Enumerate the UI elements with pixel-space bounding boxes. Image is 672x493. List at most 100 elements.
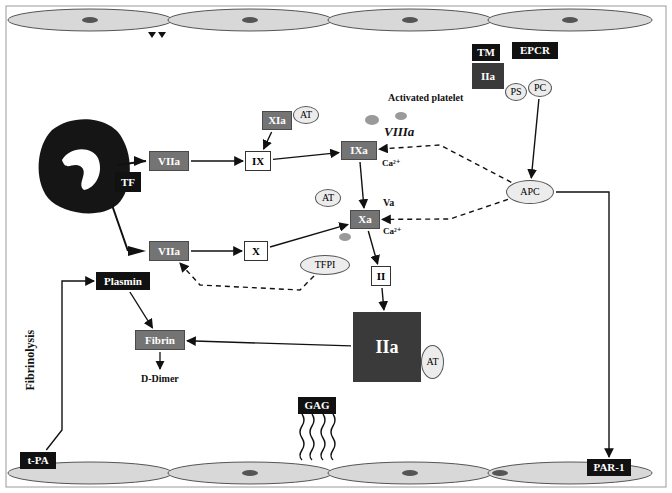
inhibitor-ellipse: AT (315, 189, 341, 207)
node-text: Xa (358, 213, 371, 226)
gag-chain (331, 414, 335, 460)
gag-chain (310, 414, 314, 460)
factor-box: II (371, 266, 391, 286)
node-text: PC (534, 82, 546, 94)
node-text: VIIa (158, 245, 180, 258)
node-text: PS (510, 86, 521, 98)
node-text: XIa (268, 114, 286, 127)
inhibition-arrow (180, 263, 314, 290)
nucleus (242, 17, 258, 23)
activation-arrow (264, 132, 272, 149)
node-text: t-PA (27, 454, 48, 467)
endothelial-cell (328, 462, 492, 484)
node-text: IX (252, 155, 264, 168)
protein-ellipse: PC (528, 79, 552, 97)
node-text: AT (426, 356, 438, 368)
endothelial-cell (8, 9, 172, 31)
factor-box: VIIa (149, 151, 189, 171)
cofactor-ellipse: PS (505, 83, 527, 101)
node-text: II (377, 270, 386, 283)
factor-box: IXa (341, 141, 377, 160)
nucleus (562, 17, 578, 23)
nucleus (492, 470, 508, 476)
activation-arrow (187, 341, 351, 346)
receptor-box: PAR-1 (587, 459, 631, 476)
activation-arrow (46, 281, 94, 450)
factor-box: XIa (262, 111, 292, 130)
factor-box: VIIa (149, 241, 189, 261)
monocyte (39, 119, 146, 256)
node-text: VIIa (158, 155, 180, 168)
factor-label: Va (383, 197, 394, 209)
activation-arrow (368, 231, 377, 264)
factor-box: X (244, 241, 268, 261)
node-text: IIa (481, 70, 495, 83)
process-label: Fibrinolysis (23, 330, 37, 391)
node-text: IIa (375, 337, 398, 358)
node-text: AT (300, 109, 312, 121)
receptor-box: TF (115, 172, 141, 192)
node-text: EPCR (520, 44, 550, 57)
enzyme-box: Plasmin (96, 272, 150, 290)
endothelial-cell (328, 9, 492, 31)
endothelial-cell (168, 462, 332, 484)
node-text: TFPI (315, 259, 336, 271)
enzyme-box: t-PA (20, 452, 56, 469)
node-text: Plasmin (104, 275, 142, 288)
protein-ellipse: APC (506, 180, 554, 204)
ion-label: Ca²⁺ (382, 158, 400, 169)
activation-arrow (191, 250, 242, 251)
ion-label: Ca²⁺ (383, 226, 401, 237)
annotation-text: Activated platelet (388, 92, 463, 104)
monocyte-cell (39, 119, 130, 213)
activation-arrow (382, 288, 384, 310)
frame (6, 6, 666, 487)
node-text: PAR-1 (594, 461, 625, 474)
node-text: X (252, 245, 260, 258)
activation-arrow (191, 160, 243, 161)
factor-label: VIIIa (384, 124, 414, 140)
activation-arrow (360, 162, 364, 208)
node-text: GAG (304, 399, 329, 412)
endothelium-bottom (8, 462, 652, 484)
node-text: TM (477, 46, 495, 59)
thrombin-box: IIa (353, 312, 421, 382)
activation-arrow (273, 153, 339, 160)
node-text: Fibrin (145, 334, 175, 347)
product-box: Fibrin (135, 330, 185, 350)
platelet-symbol (395, 112, 407, 120)
activation-arrow (531, 99, 539, 178)
activation-arrow (556, 192, 609, 457)
receptor-box: GAG (298, 397, 336, 414)
inhibitor-ellipse: TFPI (300, 255, 350, 275)
inhibition-arrow (379, 145, 511, 182)
factor-box: Xa (350, 210, 380, 229)
inhibition-arrow (382, 199, 508, 219)
platelet-symbol (339, 233, 351, 241)
activation-arrow (270, 224, 348, 247)
gag-chains (300, 414, 335, 460)
gag-chain (300, 414, 304, 460)
receptor-mark (148, 32, 156, 38)
leader-arrow (159, 352, 160, 369)
node-text: TF (121, 176, 135, 189)
node-text: APC (520, 186, 539, 198)
gag-chain (321, 414, 325, 460)
activation-arrow (130, 292, 153, 328)
factor-box: IX (245, 151, 271, 171)
enzyme-box: IIa (472, 63, 504, 89)
receptor-box: TM (472, 44, 500, 61)
endothelial-cell (488, 9, 652, 31)
receptor-box: EPCR (512, 42, 558, 59)
receptor-mark (128, 246, 146, 256)
nucleus (242, 470, 258, 476)
node-text: IXa (350, 144, 368, 157)
endothelium-top (8, 9, 652, 38)
node-text: AT (322, 192, 334, 204)
nucleus (402, 17, 418, 23)
product-label: D-Dimer (141, 373, 179, 385)
inhibitor-ellipse: AT (421, 345, 444, 379)
